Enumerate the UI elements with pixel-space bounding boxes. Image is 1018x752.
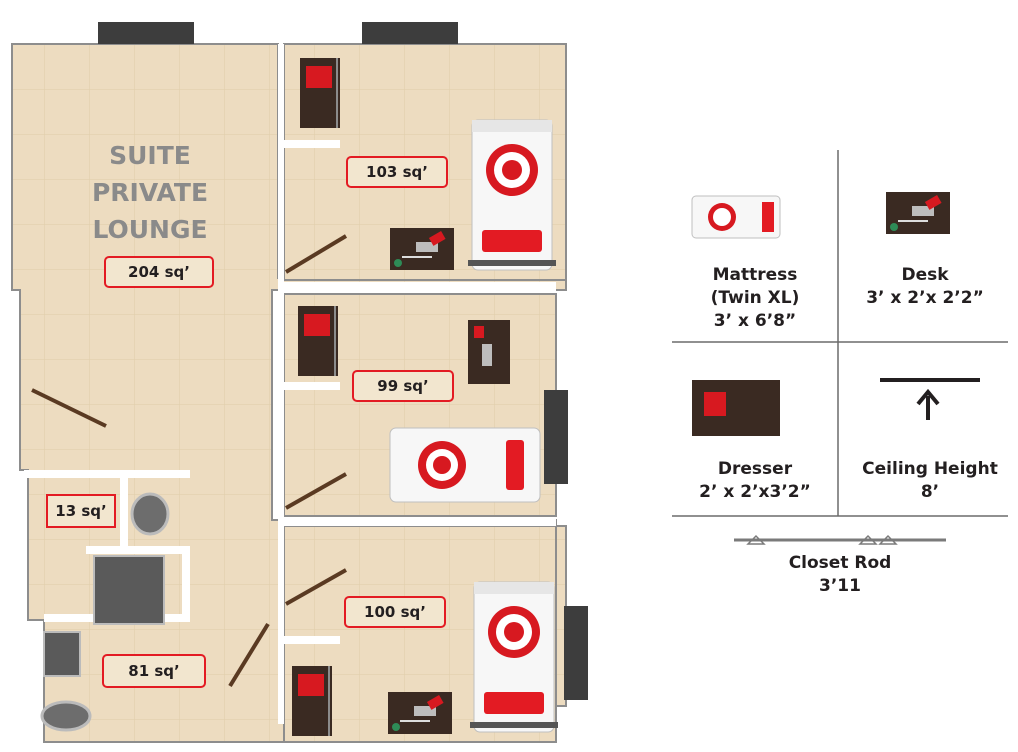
legend-ceiling-label: Ceiling Height 8’ bbox=[862, 459, 998, 502]
window-icon bbox=[564, 606, 588, 700]
legend-mattress-label: Mattress (Twin XL) 3’ x 6’8” bbox=[710, 265, 800, 331]
arrow-up-icon bbox=[880, 378, 980, 420]
lounge-title: SUITE PRIVATE LOUNGE bbox=[91, 141, 209, 244]
desk-icon bbox=[388, 692, 452, 734]
mattress-icon bbox=[469, 581, 559, 733]
legend-grid bbox=[672, 150, 1008, 517]
legend-closet-rod-label: Closet Rod 3’11 bbox=[788, 553, 892, 596]
sink-icon bbox=[130, 492, 170, 536]
window-icon bbox=[544, 390, 568, 484]
toilet-icon bbox=[40, 700, 92, 732]
closet-rod-icon bbox=[734, 534, 946, 545]
door-icon bbox=[285, 472, 347, 510]
window-icon bbox=[362, 22, 458, 44]
bedroom-2-area-label: 99 sq’ bbox=[352, 370, 454, 402]
desk-icon bbox=[390, 228, 454, 270]
bedroom-3-area-label: 100 sq’ bbox=[344, 596, 446, 628]
dresser-icon bbox=[300, 58, 340, 128]
window-icon bbox=[98, 22, 194, 44]
dresser-icon bbox=[298, 306, 338, 376]
door-icon bbox=[284, 234, 348, 274]
bedroom-1-area-label: 103 sq’ bbox=[346, 156, 448, 188]
dresser-icon bbox=[692, 380, 780, 436]
desk-icon bbox=[468, 320, 510, 384]
sink-icon bbox=[43, 631, 81, 677]
legend-dresser-label: Dresser 2’ x 2’x3’2” bbox=[699, 459, 811, 502]
closet-area-label: 13 sq’ bbox=[46, 494, 116, 528]
shower-icon bbox=[93, 555, 165, 625]
lounge-area-label: 204 sq’ bbox=[104, 256, 214, 288]
door-icon bbox=[228, 622, 270, 688]
mattress-icon bbox=[467, 119, 557, 271]
bathroom-area-label: 81 sq’ bbox=[102, 654, 206, 688]
mattress-icon bbox=[691, 195, 781, 239]
legend-desk-label: Desk 3’ x 2’x 2’2” bbox=[866, 265, 984, 308]
dresser-icon bbox=[292, 666, 332, 736]
desk-icon bbox=[886, 192, 950, 234]
door-icon bbox=[285, 568, 347, 606]
mattress-icon bbox=[389, 427, 541, 503]
door-icon bbox=[31, 388, 107, 428]
